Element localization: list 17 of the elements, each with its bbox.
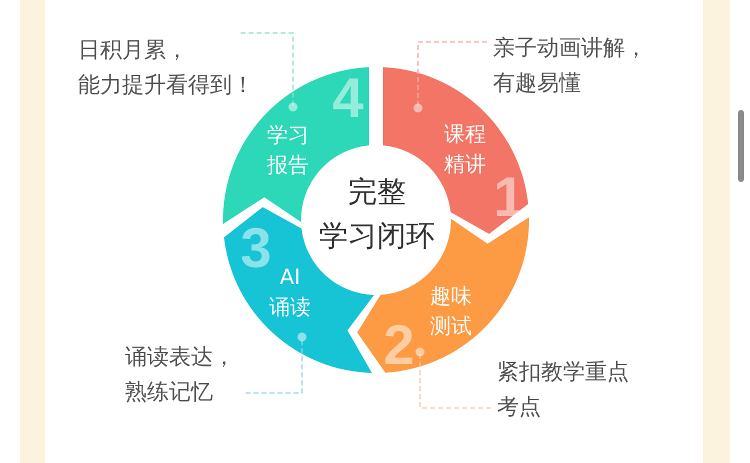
ring-arrow-segment [223, 207, 375, 373]
callout-text: 亲子动画讲解，有趣易懂 [493, 31, 654, 101]
segment-label: 学习报告 [266, 122, 310, 179]
callout-text: 诵读表达，熟练记忆 [125, 340, 242, 410]
center-title: 完整学习闭环 [318, 174, 436, 254]
step-number: 4 [332, 70, 364, 126]
step-number: 2 [383, 317, 415, 373]
leader-line [414, 41, 487, 112]
leader-line [416, 348, 491, 409]
callout-text: 日积月累，能力提升看得到！ [78, 33, 261, 103]
leader-line [240, 32, 298, 112]
segment-label: 课程精讲 [443, 121, 487, 178]
segment-label: 趣味测试 [429, 283, 473, 340]
leader-line [246, 332, 306, 394]
callout-text: 紧扣教学重点考点 [497, 355, 634, 425]
segment-label: AI 诵读 [269, 265, 312, 321]
step-number: 3 [240, 220, 272, 276]
